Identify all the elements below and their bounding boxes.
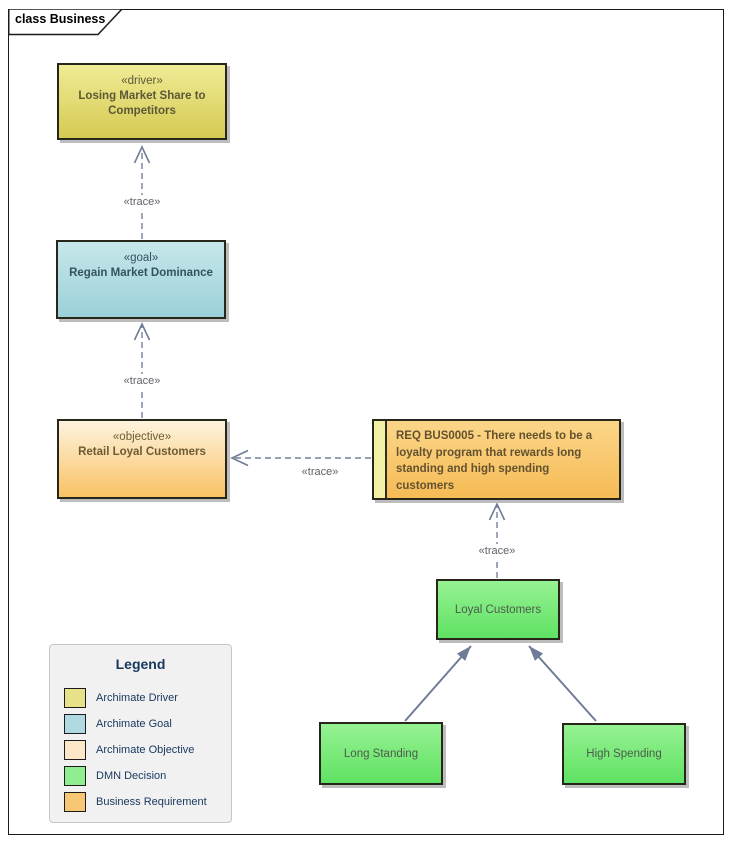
legend-label-objective: Archimate Objective — [96, 743, 195, 756]
goal-stereotype: «goal» — [123, 252, 159, 264]
node-driver[interactable]: «driver» Losing Market Share to Competit… — [57, 63, 227, 140]
node-long-standing[interactable]: Long Standing — [319, 722, 443, 785]
legend-swatch-goal — [64, 713, 86, 734]
trace-label-objective-goal: «trace» — [97, 374, 187, 388]
legend-item-business-requirement: Business Requirement — [64, 791, 207, 812]
legend-item-archimate-driver: Archimate Driver — [64, 687, 178, 708]
frame-title: class Business — [15, 12, 106, 26]
legend-title: Legend — [115, 656, 166, 672]
driver-stereotype: «driver» — [121, 75, 163, 87]
legend-swatch-driver — [64, 687, 86, 708]
connector-highspending-loyalcustomers[interactable] — [528, 645, 597, 722]
legend-label-driver: Archimate Driver — [96, 691, 178, 704]
node-business-requirement[interactable]: REQ BUS0005 - There needs to be a loyalt… — [372, 419, 621, 500]
objective-stereotype: «objective» — [112, 431, 172, 443]
legend-swatch-dmn-decision — [64, 765, 86, 786]
node-high-spending[interactable]: High Spending — [562, 723, 686, 785]
trace-label-loyalcustomers-requirement: «trace» — [452, 544, 542, 558]
high-spending-name: High Spending — [586, 748, 662, 760]
node-loyal-customers[interactable]: Loyal Customers — [436, 579, 560, 640]
frame-tab — [8, 9, 124, 36]
legend-item-dmn-decision: DMN Decision — [64, 765, 166, 786]
requirement-text: REQ BUS0005 - There needs to be a loyalt… — [396, 430, 593, 492]
requirement-side-strip — [374, 421, 387, 498]
objective-name: Retail Loyal Customers — [78, 446, 206, 458]
legend-label-goal: Archimate Goal — [96, 717, 172, 730]
legend-swatch-objective — [64, 739, 86, 760]
legend-panel: Legend Archimate Driver Archimate Goal A… — [49, 644, 232, 823]
long-standing-name: Long Standing — [343, 747, 419, 760]
legend-label-dmn-decision: DMN Decision — [96, 769, 167, 782]
node-objective[interactable]: «objective» Retail Loyal Customers — [57, 419, 227, 499]
node-goal[interactable]: «goal» Regain Market Dominance — [56, 240, 226, 319]
legend-label-business-requirement: Business Requirement — [96, 795, 207, 808]
driver-name: Losing Market Share to Competitors — [78, 90, 206, 117]
trace-label-requirement-objective: «trace» — [275, 465, 365, 479]
legend-item-archimate-objective: Archimate Objective — [64, 739, 194, 760]
connector-longstanding-loyalcustomers[interactable] — [404, 645, 472, 722]
legend-item-archimate-goal: Archimate Goal — [64, 713, 172, 734]
legend-swatch-business-requirement — [64, 791, 86, 812]
goal-name: Regain Market Dominance — [69, 267, 213, 279]
loyal-customers-name: Loyal Customers — [454, 603, 542, 616]
trace-label-goal-driver: «trace» — [97, 195, 187, 209]
